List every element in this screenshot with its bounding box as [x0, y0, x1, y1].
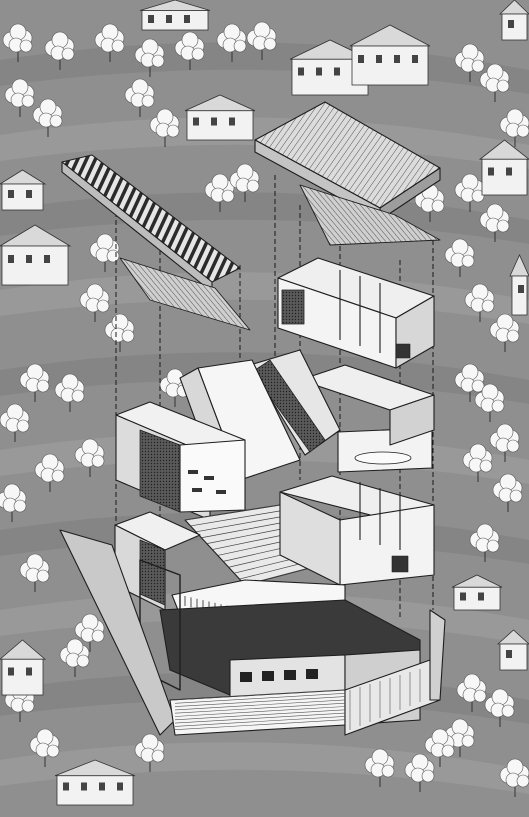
tree-icon	[19, 553, 50, 592]
tree-icon	[404, 753, 435, 792]
house-icon	[499, 0, 529, 41]
tree-icon	[79, 283, 110, 322]
tree-icon	[229, 163, 260, 202]
furniture	[188, 470, 226, 494]
house-icon	[54, 759, 136, 806]
tree-icon	[134, 733, 165, 772]
tree-icon	[499, 108, 529, 147]
tree-icon	[454, 363, 485, 402]
tree-icon	[456, 673, 487, 712]
house-icon	[0, 639, 47, 696]
tree-icon	[454, 43, 485, 82]
house-icon	[184, 94, 256, 141]
tree-icon	[124, 78, 155, 117]
house-icon	[349, 24, 431, 86]
tree-icon	[479, 203, 510, 242]
right-roof	[254, 101, 441, 246]
lower-right-module	[279, 475, 435, 586]
middle-right-module	[249, 349, 435, 473]
house-icon	[509, 254, 529, 316]
upper-right-module	[277, 257, 435, 369]
tree-icon	[492, 473, 523, 512]
terrace-band	[0, 742, 529, 794]
house-icon	[478, 139, 529, 196]
house-icon	[139, 0, 211, 31]
house-icon	[496, 629, 529, 671]
tree-icon	[464, 283, 495, 322]
house-icon	[0, 169, 47, 211]
tree-icon	[474, 383, 505, 422]
left-roof	[61, 154, 251, 331]
tree-icon	[364, 748, 395, 787]
tree-icon	[454, 173, 485, 212]
tree-icon	[29, 728, 60, 767]
tree-icon	[444, 718, 475, 757]
tree-icon	[204, 173, 235, 212]
tree-icon	[0, 403, 30, 442]
tree-icon	[34, 453, 65, 492]
tree-icon	[469, 523, 500, 562]
house-icon	[451, 574, 503, 611]
tree-icon	[0, 483, 27, 522]
tree-icon	[499, 758, 529, 797]
left-module	[115, 401, 246, 521]
building-assembly	[59, 101, 446, 736]
tree-icon	[19, 363, 50, 402]
tree-icon	[59, 638, 90, 677]
tree-icon	[246, 21, 277, 60]
tree-icon	[44, 31, 75, 70]
tree-icon	[489, 313, 520, 352]
tree-icon	[74, 438, 105, 477]
tree-icon	[94, 23, 125, 62]
house-icon	[0, 224, 72, 286]
tree-icon	[54, 373, 85, 412]
tree-icon	[32, 98, 63, 137]
tree-icon	[134, 38, 165, 77]
ground-windows	[240, 669, 318, 682]
tree-icon	[462, 443, 493, 482]
tree-icon	[2, 23, 33, 62]
tree-icon	[484, 688, 515, 727]
tree-icon	[4, 78, 35, 117]
tree-icon	[216, 23, 247, 62]
tree-icon	[479, 63, 510, 102]
tree-icon	[149, 108, 180, 147]
tree-icon	[89, 233, 120, 272]
tree-icon	[174, 31, 205, 70]
site-plinth	[59, 529, 446, 736]
tree-icon	[444, 238, 475, 277]
tree-icon	[489, 423, 520, 462]
tree-icon	[424, 728, 455, 767]
tree-icon	[74, 613, 105, 652]
